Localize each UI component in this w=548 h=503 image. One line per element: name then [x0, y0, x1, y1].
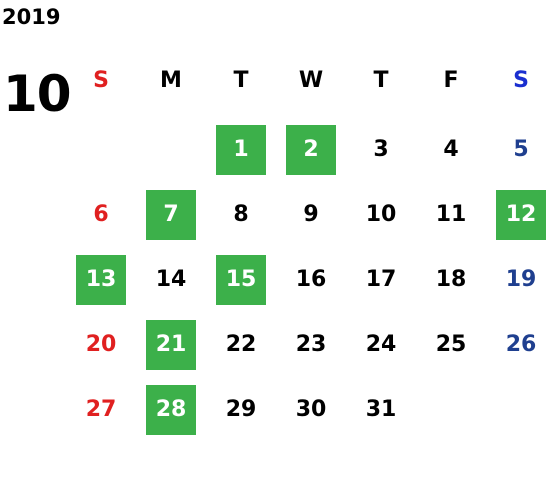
day-cell-24[interactable]: 24	[365, 332, 397, 357]
day-cell-29[interactable]: 29	[225, 397, 257, 422]
month-number: 10	[3, 65, 72, 123]
day-cell-4[interactable]: 4	[443, 137, 459, 162]
day-cell-20[interactable]: 20	[85, 332, 117, 357]
weekday-header-fri: F	[443, 68, 459, 93]
day-cell-30[interactable]: 30	[295, 397, 327, 422]
day-cell-23[interactable]: 23	[295, 332, 327, 357]
day-cell-9[interactable]: 9	[303, 202, 319, 227]
weekday-header-wed: W	[298, 68, 324, 93]
year-label: 2019	[2, 5, 61, 29]
day-cell-12[interactable]: 12	[496, 190, 546, 240]
day-cell-28[interactable]: 28	[146, 385, 196, 435]
day-cell-10[interactable]: 10	[365, 202, 397, 227]
day-cell-19[interactable]: 19	[505, 267, 537, 292]
day-cell-8[interactable]: 8	[233, 202, 249, 227]
weekday-header-sat: S	[513, 68, 529, 93]
day-cell-31[interactable]: 31	[365, 397, 397, 422]
day-cell-6[interactable]: 6	[93, 202, 109, 227]
day-cell-22[interactable]: 22	[225, 332, 257, 357]
day-cell-7[interactable]: 7	[146, 190, 196, 240]
day-cell-1[interactable]: 1	[216, 125, 266, 175]
day-cell-15[interactable]: 15	[216, 255, 266, 305]
day-cell-27[interactable]: 27	[85, 397, 117, 422]
day-cell-5[interactable]: 5	[513, 137, 529, 162]
day-cell-18[interactable]: 18	[435, 267, 467, 292]
weekday-header-thu: T	[373, 68, 389, 93]
day-cell-26[interactable]: 26	[505, 332, 537, 357]
day-cell-13[interactable]: 13	[76, 255, 126, 305]
day-cell-21[interactable]: 21	[146, 320, 196, 370]
weekday-header-mon: M	[160, 68, 182, 93]
day-cell-11[interactable]: 11	[435, 202, 467, 227]
day-cell-14[interactable]: 14	[155, 267, 187, 292]
day-cell-2[interactable]: 2	[286, 125, 336, 175]
weekday-header-sun: S	[93, 68, 109, 93]
day-cell-3[interactable]: 3	[373, 137, 389, 162]
day-cell-17[interactable]: 17	[365, 267, 397, 292]
day-cell-25[interactable]: 25	[435, 332, 467, 357]
weekday-header-tue: T	[233, 68, 249, 93]
day-cell-16[interactable]: 16	[295, 267, 327, 292]
